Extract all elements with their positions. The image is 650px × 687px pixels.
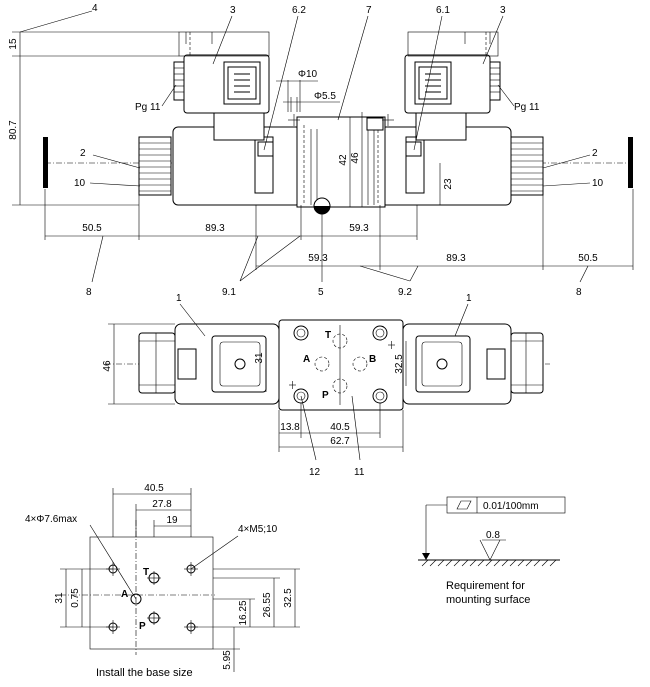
dim-42: 42 [338, 154, 349, 166]
pg11-right: Pg 11 [514, 102, 540, 113]
left-override-pin [43, 137, 48, 188]
base-dim-5-95: 5.95 [222, 650, 233, 670]
dim-80-7: 80.7 [8, 120, 19, 140]
mount-hole [293, 325, 309, 341]
base-caption: Install the base size [96, 667, 193, 679]
label-10-left: 10 [74, 178, 86, 189]
dim-59-3-top: 59.3 [349, 223, 369, 234]
base-dim-19: 19 [166, 515, 178, 526]
label-9-1: 9.1 [222, 287, 236, 298]
label-8-left: 8 [86, 287, 92, 298]
label-4: 4 [92, 3, 98, 14]
left-plug-connector [173, 31, 270, 141]
dim-40-5-plan: 40.5 [330, 422, 350, 433]
bolt-head [366, 117, 384, 131]
label-3-right: 3 [500, 5, 506, 16]
mount-hole [372, 325, 388, 341]
dim-50-5-right: 50.5 [578, 253, 598, 264]
port-label-a: A [303, 354, 310, 365]
dim-46-plan: 46 [102, 360, 113, 372]
port-b [352, 356, 368, 372]
tolerance-value: 0.01/100mm [483, 501, 539, 512]
port-a [314, 356, 330, 372]
label-12: 12 [309, 467, 321, 478]
base-view: T A P 40.5 27.8 19 4×Φ7.6max 4×M5;10 31 … [25, 483, 300, 679]
dim-89-3-left: 89.3 [205, 223, 225, 234]
dim-32-5-plan: 32.5 [394, 354, 405, 374]
label-2-right: 2 [592, 148, 598, 159]
requirement-line-2: mounting surface [446, 594, 530, 606]
port-label-p: P [322, 390, 329, 401]
roughness-symbol [479, 539, 501, 561]
dim-13-8: 13.8 [280, 422, 300, 433]
dim-50-5-left: 50.5 [82, 223, 102, 234]
label-10-right: 10 [592, 178, 604, 189]
right-plug-connector [404, 31, 501, 141]
surface-requirement: 0.01/100mm 0.8 Requirement for mounting … [418, 496, 566, 606]
label-2-left: 2 [80, 148, 86, 159]
plan-right-nut [510, 332, 544, 394]
label-6-1: 6.1 [436, 5, 450, 16]
base-dim-0-75: 0.75 [70, 588, 81, 608]
dim-62-7: 62.7 [330, 436, 350, 447]
valve-body [296, 116, 386, 208]
base-dim-32-5: 32.5 [283, 588, 294, 608]
label-8-right: 8 [576, 287, 582, 298]
base-dim-27-8: 27.8 [152, 499, 172, 510]
front-view: 15 80.7 4 3 3 6.2 6.1 7 Pg 11 Pg 11 Φ10 … [8, 3, 634, 298]
base-dim-26-55: 26.55 [262, 592, 273, 617]
base-thread-spec: 4×M5;10 [238, 524, 278, 535]
dim-46: 46 [350, 152, 361, 164]
label-11: 11 [354, 467, 365, 478]
base-dim-40-5: 40.5 [144, 483, 164, 494]
dim-phi10: Φ10 [298, 69, 318, 80]
label-5: 5 [318, 287, 324, 298]
dim-phi5-5: Φ5.5 [314, 91, 336, 102]
label-9-2: 9.2 [398, 287, 412, 298]
dim-15: 15 [8, 38, 19, 50]
plan-view: T A B P 46 31 32.5 13.8 40.5 62.7 1 1 12… [102, 293, 550, 478]
requirement-line-1: Requirement for [446, 580, 525, 592]
plan-valve-body [278, 319, 404, 411]
base-holes-spec: 4×Φ7.6max [25, 514, 77, 525]
port-label-t: T [325, 330, 331, 341]
dim-23: 23 [443, 178, 454, 190]
plan-left-nut [138, 332, 176, 394]
base-port-t: T [143, 567, 149, 578]
label-7: 7 [366, 5, 372, 16]
base-port-a: A [121, 589, 128, 600]
base-port-p: P [139, 621, 146, 632]
label-3-left: 3 [230, 5, 236, 16]
label-1-right: 1 [466, 293, 472, 304]
label-1-left: 1 [176, 293, 182, 304]
base-dim-16-25: 16.25 [238, 600, 249, 625]
dim-89-3-right: 89.3 [446, 253, 466, 264]
pg11-left: Pg 11 [135, 102, 161, 113]
left-solenoid-nut [138, 136, 172, 196]
dim-59-3-bottom: 59.3 [308, 253, 328, 264]
right-solenoid-nut [510, 136, 544, 196]
port-label-b: B [369, 354, 376, 365]
flatness-symbol [456, 500, 472, 510]
base-dim-31: 31 [54, 592, 65, 604]
dim-31-plan: 31 [254, 352, 265, 364]
right-override-pin [628, 137, 633, 188]
label-6-2: 6.2 [292, 5, 306, 16]
roughness-value: 0.8 [486, 530, 500, 541]
base-plate [89, 536, 214, 650]
